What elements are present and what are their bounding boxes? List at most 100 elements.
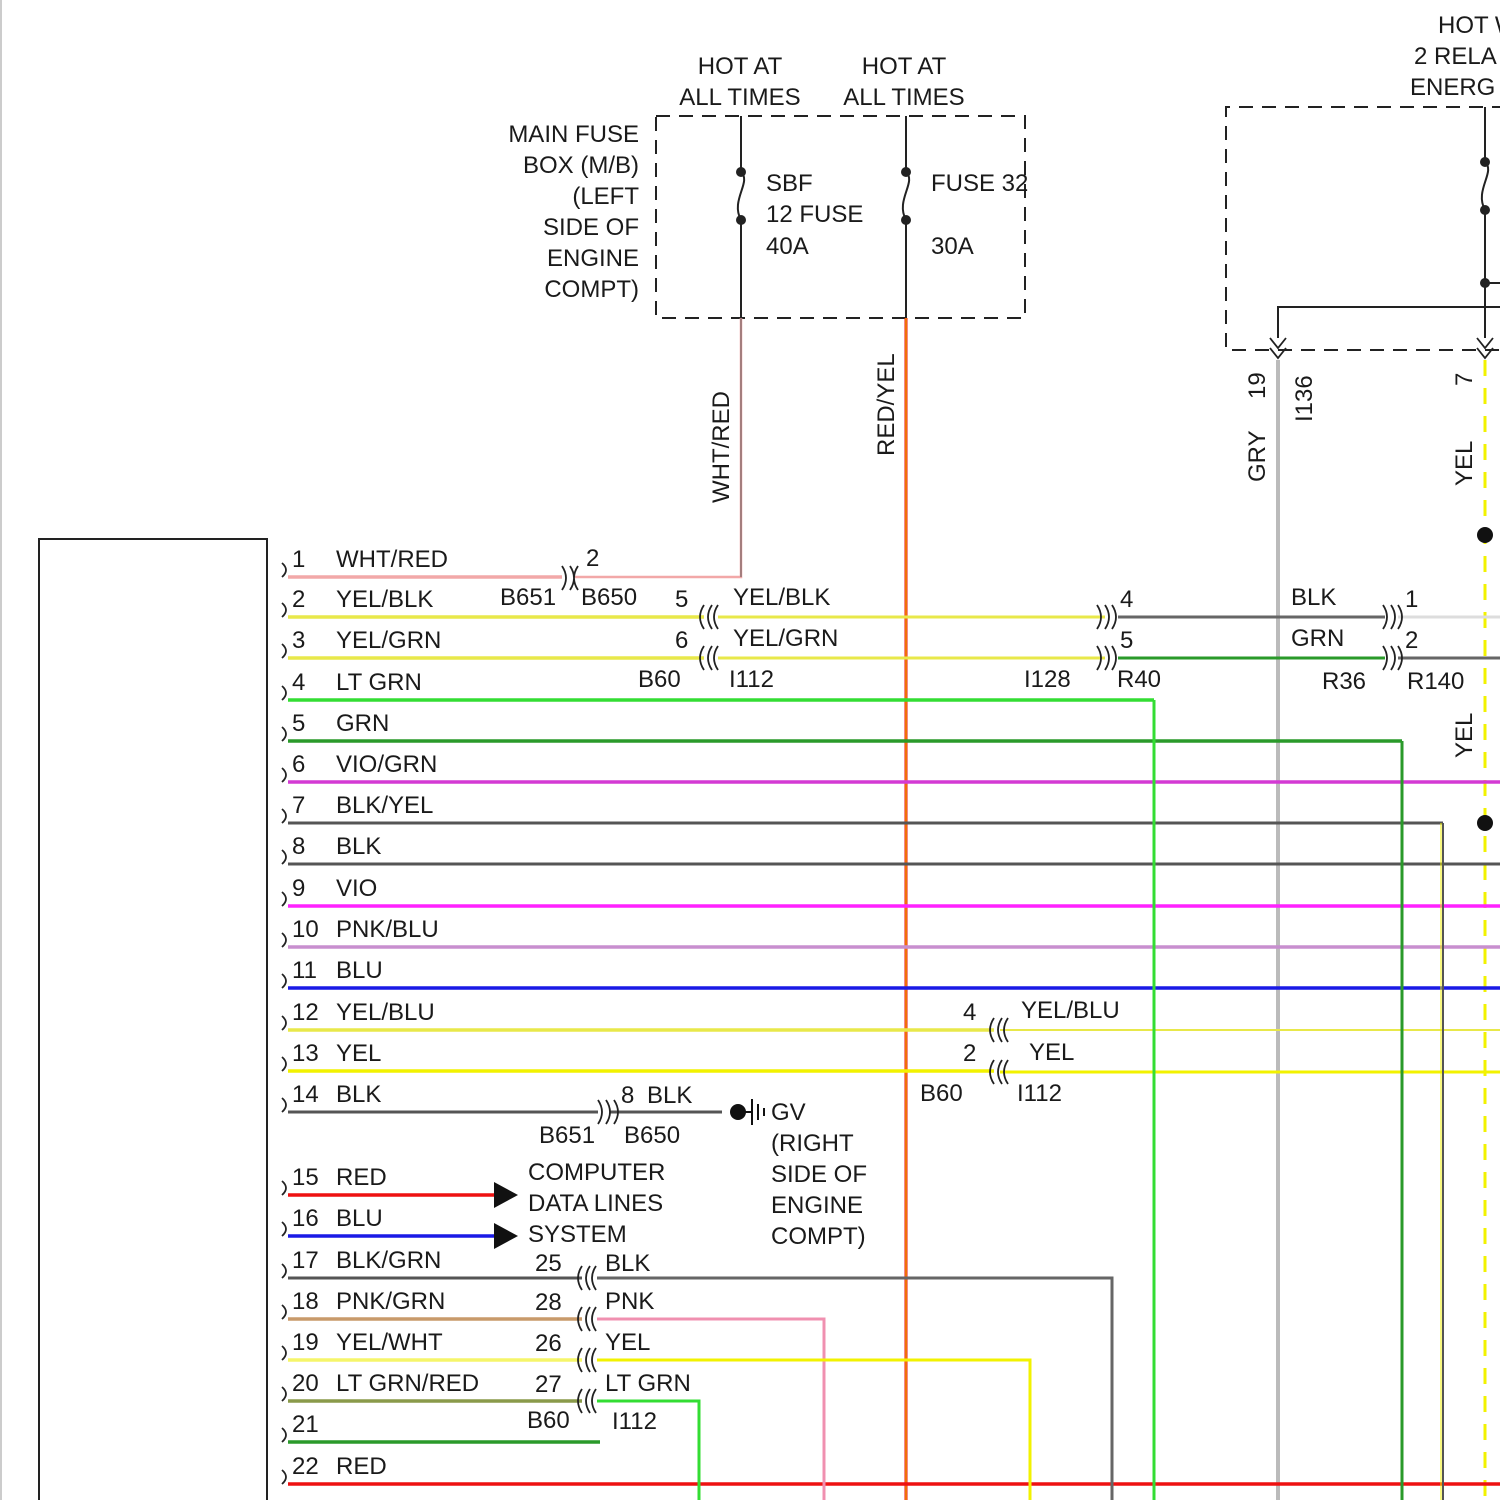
svg-text:PNK: PNK — [605, 1288, 654, 1315]
pin-number: 6 — [292, 751, 305, 778]
svg-text:25: 25 — [535, 1250, 562, 1277]
svg-text:YEL/BLK: YEL/BLK — [733, 584, 830, 611]
pin-wire-color-label: BLU — [336, 957, 383, 984]
fuse32-label: FUSE 32 30A — [931, 170, 1028, 260]
pin-wire-color-label: RED — [336, 1164, 387, 1191]
svg-text:YEL: YEL — [605, 1329, 650, 1356]
pin-wire-color-label: YEL — [336, 1040, 381, 1067]
svg-text:ENERG: ENERG — [1410, 74, 1495, 101]
pin-number: 17 — [292, 1247, 319, 1274]
pin-wire-color-label: BLK — [336, 833, 381, 860]
svg-text:GV: GV — [771, 1099, 806, 1126]
label-wht-red: WHT/RED — [708, 391, 735, 503]
svg-text:28: 28 — [535, 1289, 562, 1316]
svg-text:5: 5 — [675, 586, 688, 613]
ground-gv-label: GV (RIGHT SIDE OF ENGINE COMPT) — [771, 1099, 867, 1250]
svg-text:2: 2 — [586, 545, 599, 572]
connector-labels: 2 B651 B650 5 YEL/BLK 4 BLK 1 6 YEL/GRN … — [500, 545, 1464, 1435]
pin-wire-color-label: VIO/GRN — [336, 751, 437, 778]
module-pin-terminal — [282, 1016, 286, 1030]
pin-wire-color-label: BLK — [336, 1081, 381, 1108]
module-pin-terminal — [282, 892, 286, 906]
arrow-right-icon — [494, 1182, 518, 1208]
pin-number: 15 — [292, 1164, 319, 1191]
hot-at-all-times-label-left: HOT AT ALL TIMES — [679, 53, 800, 111]
pin-number: 9 — [292, 875, 305, 902]
svg-text:4: 4 — [1120, 586, 1133, 613]
pin-wire-color-label: LT GRN/RED — [336, 1370, 479, 1397]
svg-text:B60: B60 — [527, 1407, 570, 1434]
module-pin-terminal — [282, 1181, 286, 1195]
sbf12-fuse-label: SBF 12 FUSE 40A — [766, 170, 863, 260]
label-gry: GRY — [1244, 430, 1271, 482]
svg-text:I112: I112 — [1017, 1080, 1062, 1107]
module-pin-terminal — [282, 1098, 286, 1112]
svg-text:HOT AT: HOT AT — [698, 53, 783, 80]
label-pin-7: 7 — [1451, 373, 1478, 386]
svg-text:I128: I128 — [1024, 666, 1071, 693]
pin-wire-color-label: GRN — [336, 710, 389, 737]
svg-text:COMPT): COMPT) — [544, 276, 639, 303]
fuse-box-label: MAIN FUSE BOX (M/B) (LEFT SIDE OF ENGINE… — [508, 121, 639, 303]
pin-number: 4 — [292, 669, 305, 696]
pin-number: 20 — [292, 1370, 319, 1397]
data-lines-label: COMPUTER DATA LINES SYSTEM — [528, 1159, 665, 1248]
svg-text:YEL/GRN: YEL/GRN — [733, 625, 838, 652]
svg-text:SIDE OF: SIDE OF — [543, 214, 639, 241]
module-pin-terminal — [282, 563, 286, 577]
svg-text:2 RELA: 2 RELA — [1414, 43, 1497, 70]
module-pin-terminal — [282, 603, 286, 617]
svg-text:27: 27 — [535, 1371, 562, 1398]
svg-text:BOX (M/B): BOX (M/B) — [523, 152, 639, 179]
module-pin-terminal — [282, 850, 286, 864]
svg-text:8: 8 — [621, 1082, 634, 1109]
svg-text:COMPUTER: COMPUTER — [528, 1159, 665, 1186]
svg-text:26: 26 — [535, 1330, 562, 1357]
module-pin-terminal — [282, 1346, 286, 1360]
module-pin-terminal — [282, 1470, 286, 1484]
svg-text:4: 4 — [963, 999, 976, 1026]
ground-gv-icon — [730, 1099, 764, 1125]
module-pin-terminal — [282, 1264, 286, 1278]
svg-text:1: 1 — [1405, 586, 1418, 613]
svg-text:SBF: SBF — [766, 170, 813, 197]
svg-text:(RIGHT: (RIGHT — [771, 1130, 854, 1157]
svg-text:HOT AT: HOT AT — [862, 53, 947, 80]
pin-number: 19 — [292, 1329, 319, 1356]
svg-text:BLK: BLK — [647, 1082, 692, 1109]
arrow-right-icon — [494, 1223, 518, 1249]
svg-text:I112: I112 — [729, 666, 774, 693]
pin-wire-color-label: VIO — [336, 875, 377, 902]
svg-text:YEL: YEL — [1029, 1039, 1074, 1066]
label-i136: I136 — [1291, 375, 1318, 422]
svg-text:2: 2 — [1405, 627, 1418, 654]
module-pin-terminal — [282, 768, 286, 782]
pin-labels: 1WHT/RED2YEL/BLK3YEL/GRN4LT GRN5GRN6VIO/… — [282, 546, 479, 1484]
pin-wire-color-label: LT GRN — [336, 669, 422, 696]
svg-text:B60: B60 — [920, 1080, 963, 1107]
pin-number: 7 — [292, 792, 305, 819]
relay-fuse-symbol — [1270, 107, 1500, 358]
pin-number: 2 — [292, 586, 305, 613]
label-yel-mid: YEL — [1451, 713, 1478, 758]
pin-wire-color-label: YEL/BLU — [336, 999, 435, 1026]
module-pin-terminal — [282, 1057, 286, 1071]
svg-text:COMPT): COMPT) — [771, 1223, 866, 1250]
svg-text:5: 5 — [1120, 627, 1133, 654]
svg-text:B650: B650 — [581, 584, 637, 611]
module-pin-terminal — [282, 1222, 286, 1236]
svg-text:B60: B60 — [638, 666, 681, 693]
pin-number: 1 — [292, 546, 305, 573]
svg-text:R36: R36 — [1322, 668, 1366, 695]
pin-number: 8 — [292, 833, 305, 860]
svg-text:MAIN FUSE: MAIN FUSE — [508, 121, 639, 148]
module-pin-terminal — [282, 727, 286, 741]
hot-at-all-times-label-right: HOT AT ALL TIMES — [843, 53, 964, 111]
pin-number: 14 — [292, 1081, 319, 1108]
svg-text:ENGINE: ENGINE — [547, 245, 639, 272]
svg-text:FUSE 32: FUSE 32 — [931, 170, 1028, 197]
svg-text:2: 2 — [963, 1040, 976, 1067]
svg-text:I112: I112 — [612, 1408, 657, 1435]
pin-wire-color-label: BLK/YEL — [336, 792, 433, 819]
svg-text:SYSTEM: SYSTEM — [528, 1221, 627, 1248]
